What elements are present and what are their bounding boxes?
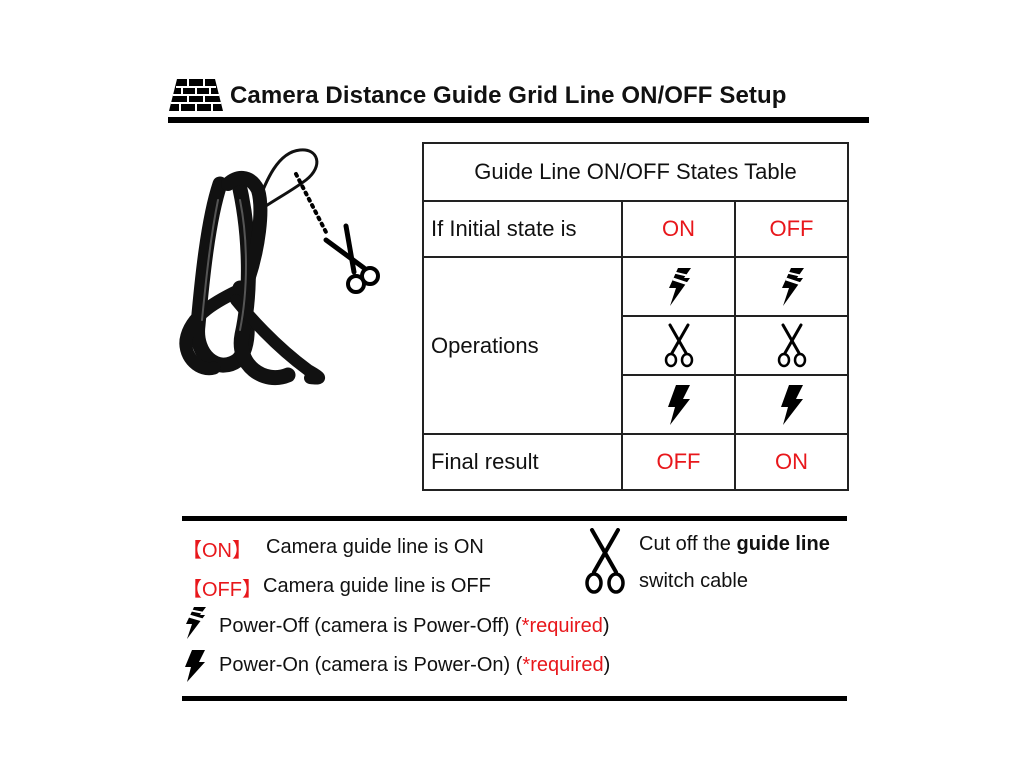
bracket-open: 【: [182, 579, 202, 601]
table-caption: Guide Line ON/OFF States Table: [422, 142, 849, 202]
power-off-bolt-icon: [668, 267, 691, 306]
legend-power-off-description: Power-Off (camera is Power-Off) (*requir…: [219, 615, 610, 638]
power-off-text: Power-Off (camera is Power-Off) (: [219, 615, 522, 637]
bracket-open: 【: [182, 540, 202, 562]
off-key-label: OFF: [202, 579, 242, 601]
page-title: Camera Distance Guide Grid Line ON/OFF S…: [230, 82, 787, 109]
legend-on-description: Camera guide line is ON: [266, 536, 484, 558]
final-result-label: Final result: [422, 433, 623, 491]
op-1-col-1: [621, 256, 736, 317]
scissors-icon: [664, 323, 693, 367]
close-paren: ): [602, 615, 610, 637]
op-3-col-2: [734, 374, 849, 435]
cut-text-bold: guide line: [736, 533, 830, 555]
legend-top-divider: [182, 516, 847, 521]
legend-on-key: 【ON】: [182, 534, 252, 563]
legend-bottom-divider: [182, 696, 847, 701]
required-note: *required: [522, 654, 604, 676]
power-off-bolt-icon: [186, 607, 207, 639]
op-3-col-1: [621, 374, 736, 435]
op-2-col-2: [734, 315, 849, 376]
legend-off-description: Camera guide line is OFF: [263, 575, 491, 597]
final-value-off: OFF: [621, 433, 736, 491]
initial-value-on: ON: [621, 200, 736, 258]
legend-off-key: 【OFF】: [182, 573, 262, 602]
close-paren: ): [603, 654, 611, 676]
bracket-close: 】: [242, 579, 262, 601]
brick-wall-icon: [169, 79, 223, 111]
required-note: *required: [521, 615, 603, 637]
power-on-bolt-icon: [667, 384, 690, 425]
operations-label: Operations: [422, 256, 623, 435]
power-on-bolt-icon: [780, 384, 803, 425]
legend-cut-description-line2: switch cable: [639, 570, 748, 592]
guide-line-state-table: Guide Line ON/OFF States Table If Initia…: [422, 142, 849, 491]
op-2-col-1: [621, 315, 736, 376]
legend-cut-description: Cut off the guide line: [639, 533, 830, 556]
scissors-icon: [777, 323, 806, 367]
op-1-col-2: [734, 256, 849, 317]
power-on-bolt-icon: [185, 650, 205, 682]
bracket-close: 】: [232, 540, 252, 562]
legend-power-on-description: Power-On (camera is Power-On) (*required…: [219, 654, 610, 677]
title-divider: [168, 117, 869, 123]
initial-value-off: OFF: [734, 200, 849, 258]
initial-state-label: If Initial state is: [422, 200, 623, 258]
on-key-label: ON: [202, 540, 232, 562]
coiled-cable-with-scissors-icon: [179, 148, 380, 386]
power-off-bolt-icon: [781, 267, 804, 306]
cut-text-prefix: Cut off the: [639, 533, 737, 555]
final-value-on: ON: [734, 433, 849, 491]
scissors-icon: [585, 528, 625, 594]
power-on-text: Power-On (camera is Power-On) (: [219, 654, 523, 676]
